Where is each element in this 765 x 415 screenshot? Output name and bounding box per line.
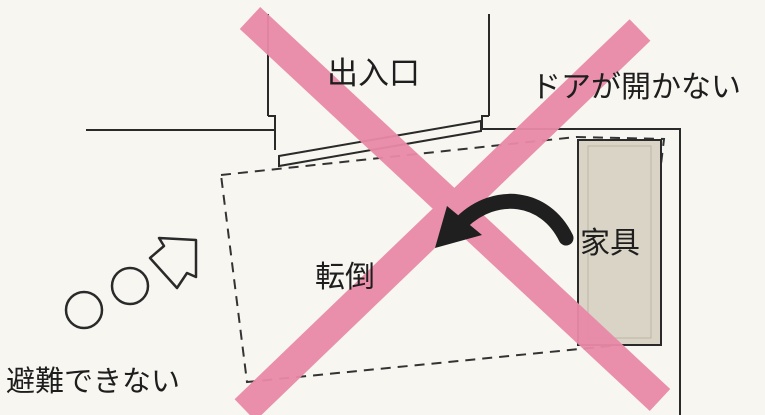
person-circle-2 xyxy=(110,266,150,306)
room-wall-left xyxy=(86,115,276,131)
entrance-label: 出入口 xyxy=(327,56,420,92)
curved-arrow-head xyxy=(435,206,482,248)
furniture-label: 家具 xyxy=(580,226,640,261)
curved-arrow-shaft xyxy=(454,193,574,246)
person-circle-1 xyxy=(64,290,104,330)
direction-arrow-icon xyxy=(148,236,198,290)
furniture-inner-edge xyxy=(587,145,652,339)
cannot-evacuate-label: 避難できない xyxy=(6,364,181,398)
door-blocked-label: ドアが開かない xyxy=(531,70,741,105)
fallen-label: 転倒 xyxy=(315,260,375,295)
curved-arrow-icon xyxy=(435,193,574,248)
x-mark-icon xyxy=(234,7,671,415)
x-mark-stroke-2 xyxy=(234,19,651,415)
people-circles-icon xyxy=(64,266,150,330)
furniture-box xyxy=(577,139,662,346)
